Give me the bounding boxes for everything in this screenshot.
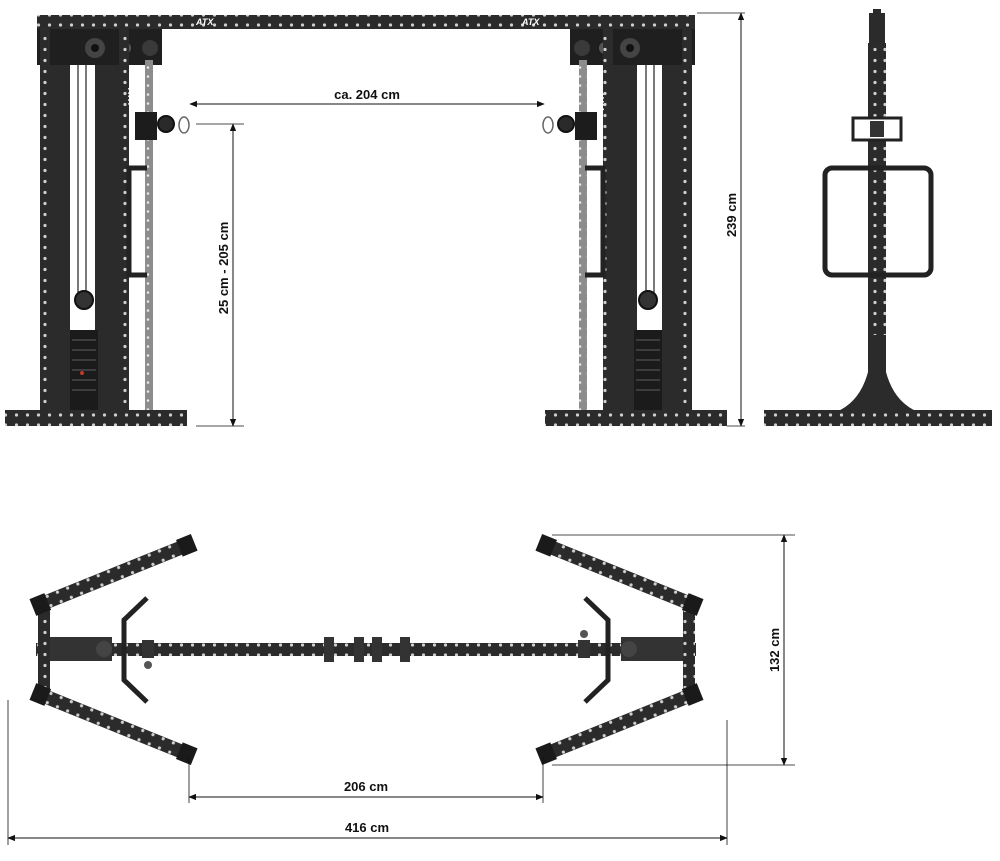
inner-width-label: 206 cm [344,779,388,794]
dimension-pulley-range: 25 cm - 205 cm [196,123,244,427]
cable-spacing-label: ca. 204 cm [334,87,400,102]
top-left-leg-upper [29,533,198,616]
right-carabiner [542,116,554,134]
right-adjust-rail [579,60,587,410]
front-view: ATX ATX ATX [5,12,745,427]
left-lower-pulley [74,290,94,310]
left-handle-frame [126,165,147,278]
top-left-leg-lower [29,683,198,766]
total-width-label: 416 cm [345,820,389,835]
top-view: 132 cm 206 cm 416 cm [7,533,795,845]
side-base-gusset [836,335,918,412]
right-handle-frame [585,165,606,278]
top-right-leg-upper [535,533,704,616]
left-pulley-carriage [135,112,157,140]
side-view [764,9,992,426]
top-crossbar [37,15,695,29]
top-left-handle [121,596,149,704]
top-right-upright [683,597,695,702]
left-outer-upright [40,29,50,414]
left-adjust-rail [145,60,153,410]
left-inner-upright [119,29,129,414]
top-right-leg-lower [535,683,704,766]
dimension-depth: 132 cm [552,534,795,766]
dimension-inner-width: 206 cm [188,757,544,803]
side-base [764,410,992,426]
right-inner-upright [603,29,613,414]
pulley-range-label: 25 cm - 205 cm [216,222,231,315]
left-tower: ATX [5,29,190,426]
right-lower-pulley [638,290,658,310]
right-base [545,410,727,426]
dimension-total-height: 239 cm [697,12,745,427]
right-outer-upright [682,29,692,414]
brand-logo-right-upright: ATX [596,92,606,111]
brand-logo-left: ATX [195,17,214,27]
right-pulley-carriage [575,112,597,140]
total-height-label: 239 cm [724,193,739,237]
brand-logo-left-upright: ATX [126,87,136,106]
depth-label: 132 cm [767,628,782,672]
top-left-upright [38,597,50,702]
right-tower: ATX [542,29,727,426]
brand-logo-right: ATX [521,17,540,27]
dimension-cable-spacing: ca. 204 cm [189,87,545,108]
side-handle-frame [822,165,934,278]
left-carabiner [178,116,190,134]
top-main-beam [36,643,696,656]
left-base [5,410,187,426]
dimension-total-width: 416 cm [7,700,728,845]
side-upright [868,43,886,373]
top-right-handle [583,596,611,704]
